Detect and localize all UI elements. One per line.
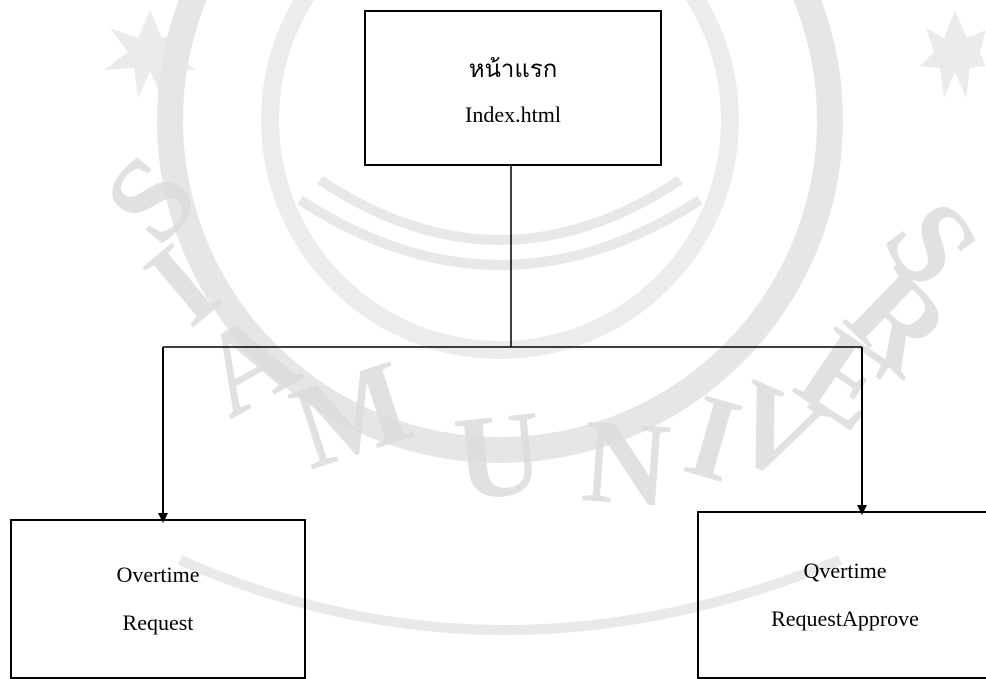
root-node-filename: Index.html	[465, 101, 561, 127]
svg-text:N: N	[578, 393, 674, 532]
child-node-line1: Overtime	[116, 562, 200, 587]
child-node-overtime-request: Overtime Request	[10, 519, 306, 679]
child-node-overtime-request-approve: Qvertime RequestApprove	[697, 511, 986, 679]
child-node-line1: Qvertime	[803, 558, 887, 583]
root-node-title: หน้าแรก	[468, 54, 558, 83]
svg-text:U: U	[449, 385, 549, 526]
child-node-line2: RequestApprove	[771, 606, 919, 631]
root-node-index: หน้าแรก Index.html	[364, 10, 662, 166]
child-node-line2: Request	[122, 610, 194, 635]
